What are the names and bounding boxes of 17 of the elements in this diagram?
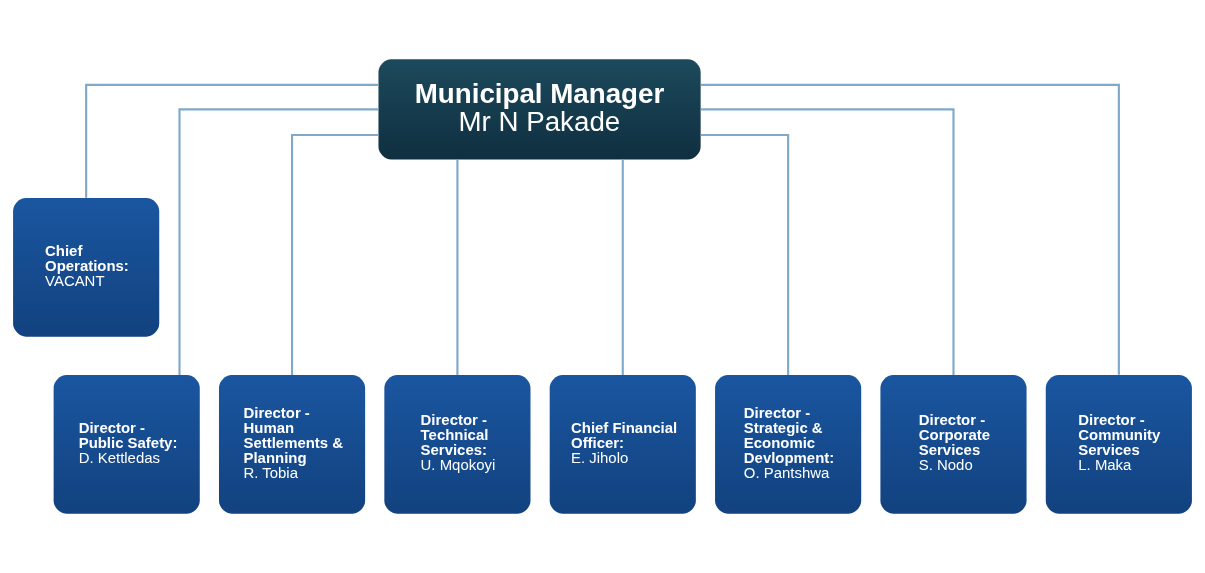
connector	[700, 83, 1120, 375]
node-box: Chief Financial Officer: E. Jiholo	[549, 375, 696, 514]
node-box: Chief Operations: VACANT	[13, 197, 160, 337]
connector	[700, 108, 955, 375]
node-box: Director - Public Safety: D. Kettledas	[53, 375, 200, 514]
node-box: Municipal Manager Mr N Pakade	[378, 59, 701, 160]
connector	[178, 108, 378, 375]
connector	[85, 83, 379, 198]
node-box: Director - Corporate Services S. Nodo	[880, 375, 1027, 514]
connector	[291, 133, 379, 375]
node-box: Director - Community Services L. Maka	[1045, 375, 1192, 514]
node-box: Director - Strategic & Economic Devlopment: O. Pantshwa	[715, 375, 862, 514]
node-box: Director - Technical Services: U. Mqokoyi	[384, 375, 531, 514]
connector	[700, 133, 790, 375]
node-box: Director - Human Settlements & Planning R. Tobia	[219, 375, 366, 514]
connector	[456, 159, 459, 375]
connector	[621, 159, 624, 375]
